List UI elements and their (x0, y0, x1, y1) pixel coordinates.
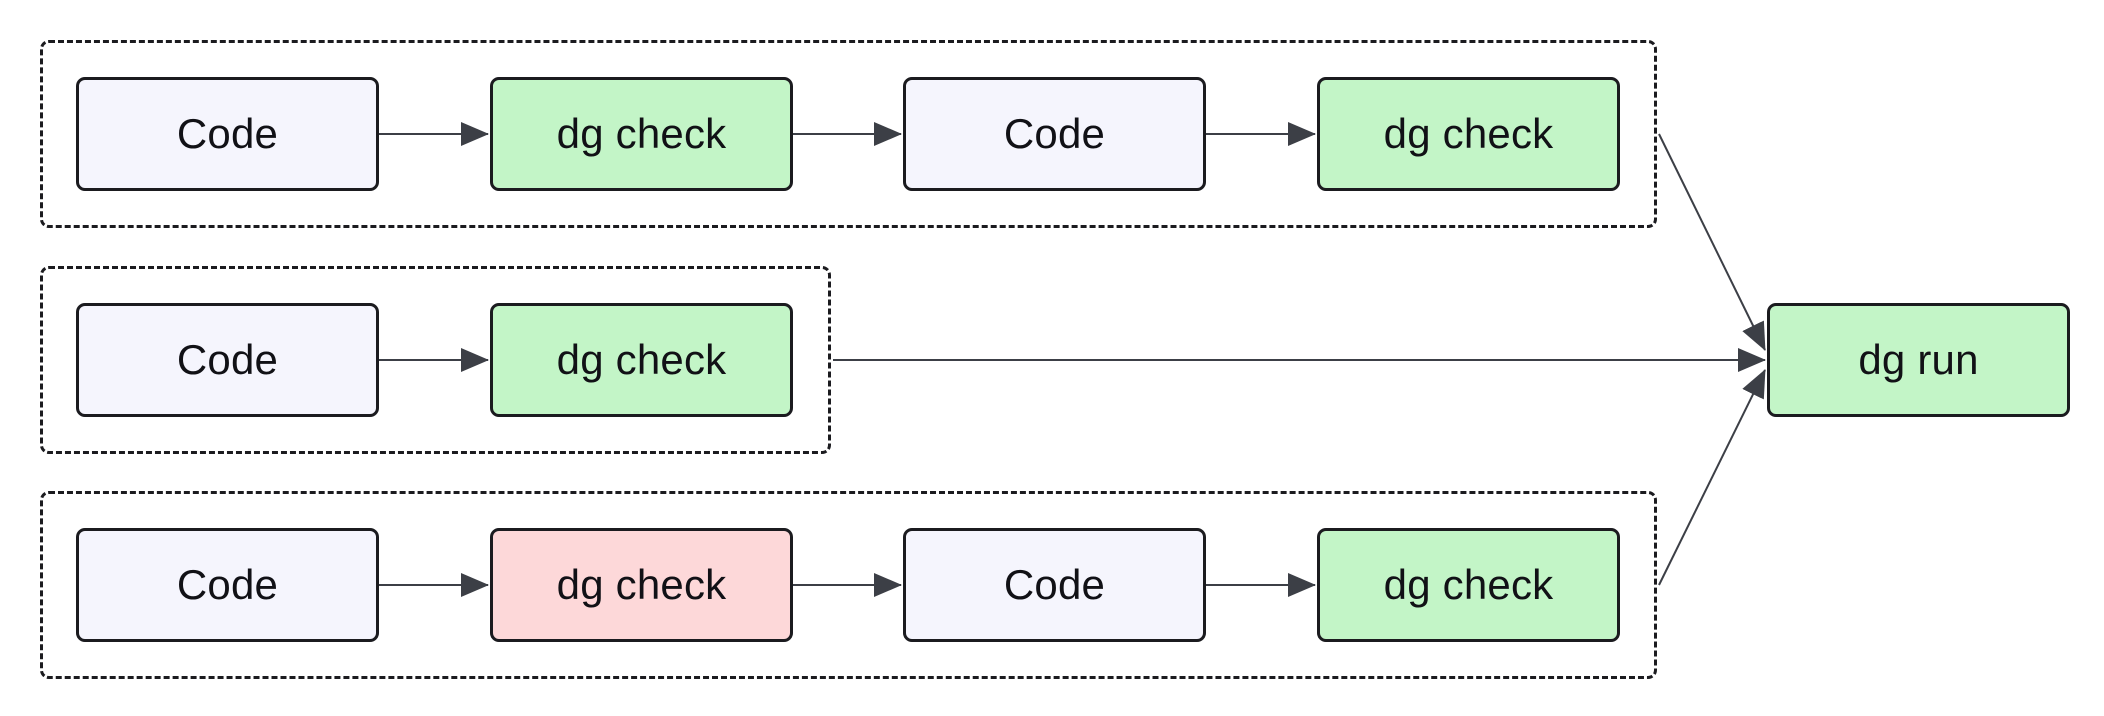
edge-group3-to-run (1658, 369, 1766, 586)
g3-node-4: dg check (1317, 528, 1620, 642)
g3-node-2: dg check (490, 528, 793, 642)
edge-group1-to-run (1658, 133, 1766, 351)
g3-node-1: Code (76, 528, 379, 642)
node-label: dg check (556, 561, 727, 608)
node-label: Code (176, 336, 279, 383)
node-label: Code (1003, 110, 1106, 157)
node-label: dg check (1383, 561, 1554, 608)
node-label: Code (176, 110, 279, 157)
node-label: dg check (556, 336, 727, 383)
g3-node-3: Code (903, 528, 1206, 642)
node-label: dg run (1858, 336, 1979, 383)
node-label: Code (176, 561, 279, 608)
g1-node-4: dg check (1317, 77, 1620, 191)
g1-node-2: dg check (490, 77, 793, 191)
dg-run-node: dg run (1767, 303, 2070, 417)
node-label: dg check (1383, 110, 1554, 157)
g2-node-2: dg check (490, 303, 793, 417)
g2-node-1: Code (76, 303, 379, 417)
g1-node-3: Code (903, 77, 1206, 191)
node-label: dg check (556, 110, 727, 157)
node-label: Code (1003, 561, 1106, 608)
group-3 (40, 491, 1657, 679)
g1-node-1: Code (76, 77, 379, 191)
group-1 (40, 40, 1657, 228)
group-2 (40, 266, 831, 454)
